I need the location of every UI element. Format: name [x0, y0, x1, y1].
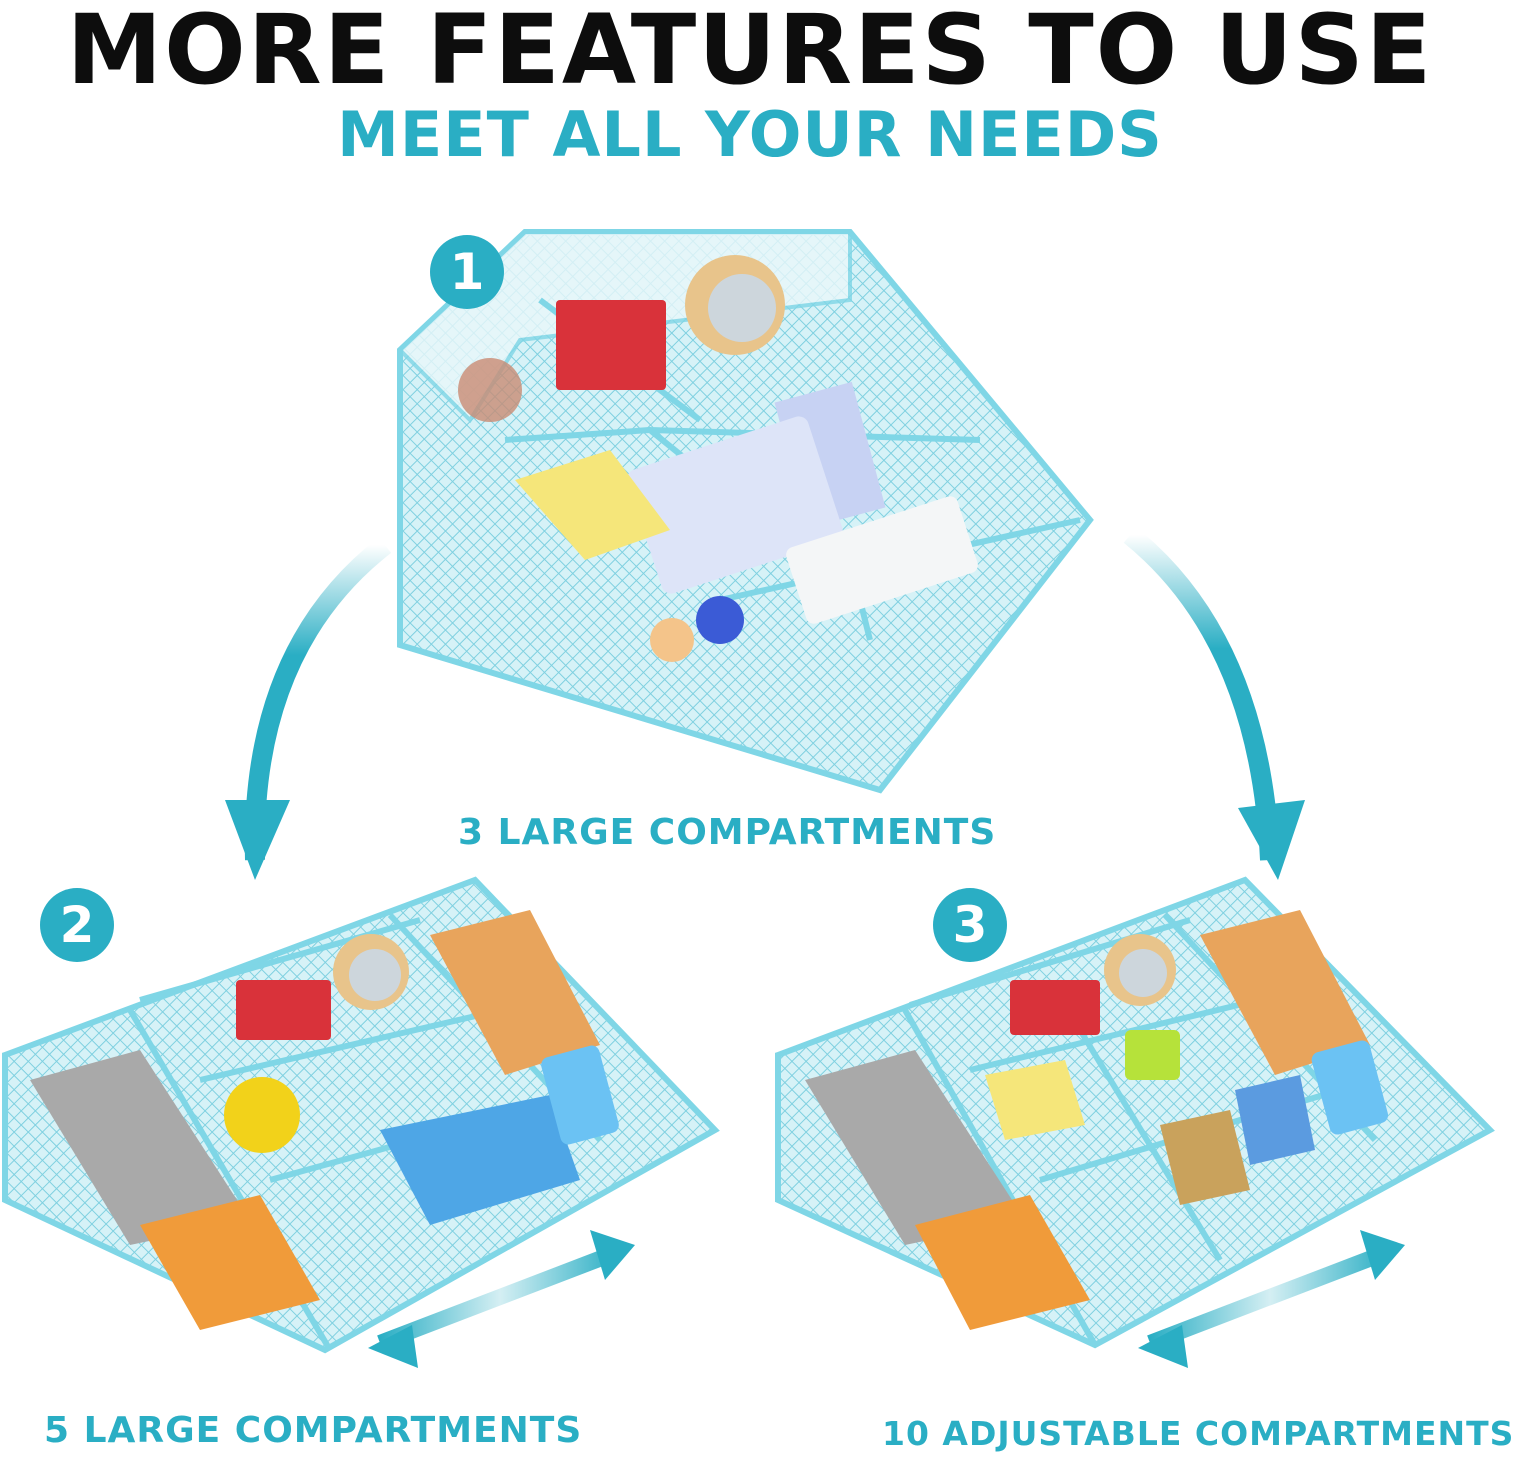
page-title: MORE FEATURES TO USE: [66, 0, 1434, 106]
binder-clips: [1160, 1110, 1250, 1205]
staple-boxes: [556, 300, 666, 390]
double-arrow-icon: [368, 1230, 635, 1368]
tray-three-compartments: [397, 229, 1094, 794]
page-subtitle: MEET ALL YOUR NEEDS: [337, 98, 1163, 171]
markers: [30, 1050, 250, 1245]
option-2-caption: 5 LARGE COMPARTMENTS: [44, 1410, 583, 1451]
option-3-number-badge: 3: [933, 888, 1007, 962]
sticky-flags: [786, 496, 978, 624]
option-3-caption: 10 ADJUSTABLE COMPARTMENTS: [882, 1414, 1514, 1453]
tray-five-compartments: [2, 876, 720, 1354]
option-1-caption: 3 LARGE COMPARTMENTS: [458, 812, 997, 853]
eraser-figure: [696, 596, 744, 644]
sticky-notes: [515, 450, 670, 560]
curved-arrow-icon: [1123, 527, 1280, 861]
option-2-number-badge: 2: [40, 888, 114, 962]
notepad: [380, 1095, 580, 1225]
tape-measure: [224, 1077, 300, 1153]
clip-cup: [458, 358, 522, 422]
double-arrow-icon: [1138, 1230, 1405, 1368]
washi-tape: [140, 1195, 320, 1330]
pencils: [430, 910, 600, 1075]
option-1-number-badge: 1: [430, 235, 504, 309]
tray-ten-compartments: [775, 876, 1495, 1349]
